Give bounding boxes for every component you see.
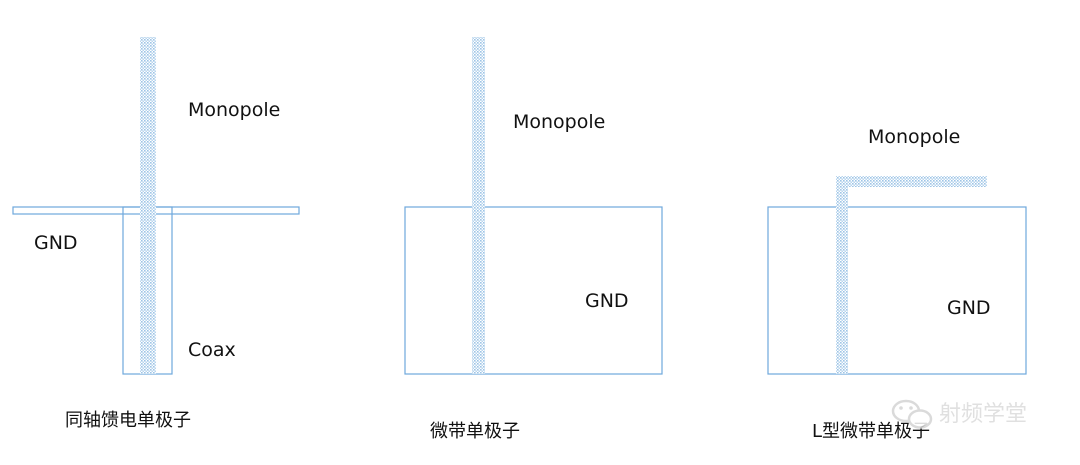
wechat-icon bbox=[891, 399, 933, 429]
monopole-label: Monopole bbox=[868, 126, 960, 148]
watermark: 射频学堂 bbox=[891, 399, 1027, 429]
ground-plane bbox=[404, 206, 663, 375]
gnd-label: GND bbox=[34, 232, 78, 254]
caption: 微带单极子 bbox=[430, 421, 520, 442]
ground-plane bbox=[767, 206, 1027, 375]
gnd-label: GND bbox=[947, 297, 991, 319]
monopole-label: Monopole bbox=[188, 99, 280, 121]
monopole-radiator bbox=[140, 37, 156, 374]
caption: L型微带单极子 bbox=[812, 421, 930, 442]
caption: 同轴馈电单极子 bbox=[65, 410, 191, 431]
l-microstrip-monopole-diagram: Monopole GND L型微带单极子 bbox=[767, 126, 1027, 442]
watermark-text: 射频学堂 bbox=[939, 402, 1027, 427]
monopole-vertical-arm bbox=[836, 176, 848, 374]
monopole-horizontal-arm bbox=[836, 176, 987, 187]
monopole-label: Monopole bbox=[513, 111, 605, 133]
monopole-radiator bbox=[472, 37, 485, 374]
coax-label: Coax bbox=[188, 339, 236, 361]
microstrip-monopole-diagram: Monopole GND 微带单极子 bbox=[404, 37, 663, 442]
gnd-label: GND bbox=[585, 290, 629, 312]
coax-monopole-diagram: Monopole GND Coax 同轴馈电单极子 bbox=[12, 37, 300, 431]
